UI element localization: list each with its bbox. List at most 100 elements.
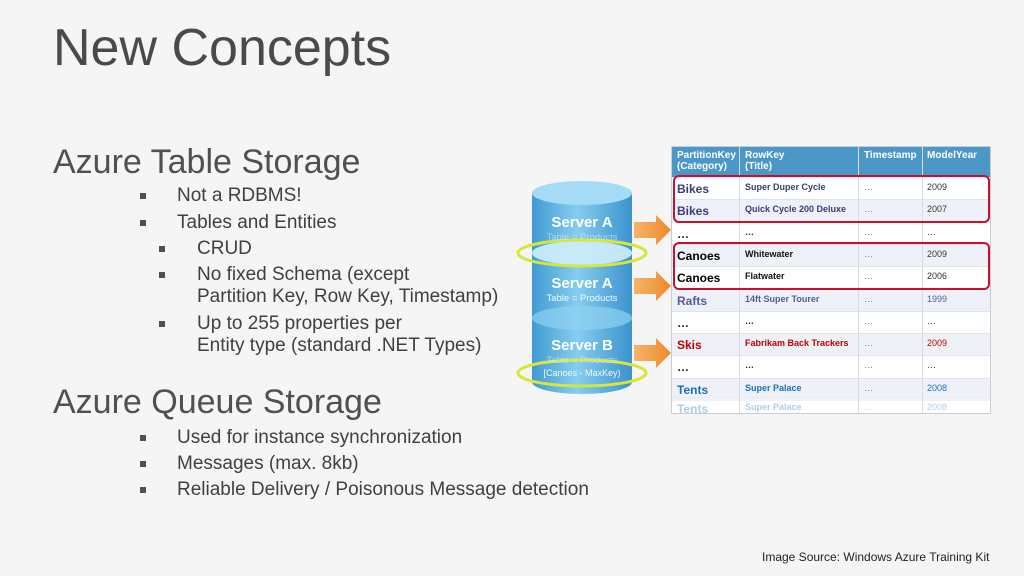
partition-boundary-disc (532, 306, 632, 330)
bullet-marker (140, 461, 146, 467)
partition-group-outline (673, 242, 990, 290)
bullet-reliable-delivery: Reliable Delivery / Poisonous Message de… (177, 479, 589, 500)
section-heading-queue-storage: Azure Queue Storage (53, 383, 382, 421)
table-cell: … (677, 315, 689, 330)
table-row: Canoes Flatwater … 2006 (672, 266, 990, 289)
table-cell: 1999 (927, 293, 948, 304)
table-cell: 2006 (927, 271, 948, 282)
table-cell: Fabrikam Back Trackers (745, 338, 849, 349)
table-cell: … (927, 226, 936, 237)
partition-boundary-disc (532, 241, 632, 265)
header-rowkey: RowKey (Title) (745, 150, 784, 172)
table-cell: Super Palace (745, 382, 802, 393)
sub-bullet-marker (159, 246, 165, 252)
sub-bullet-properties-line2: Entity type (standard .NET Types) (197, 335, 482, 356)
partition-group-outline (673, 175, 990, 223)
table-cell: Bikes (677, 182, 710, 196)
server-sub-label: Table = Products (546, 293, 617, 304)
bullet-not-rdbms: Not a RDBMS! (177, 185, 302, 206)
sub-bullet-properties-line1: Up to 255 properties per (197, 313, 402, 334)
bullet-tables-entities: Tables and Entities (177, 212, 337, 233)
table-row: ………… (672, 355, 990, 378)
server-sub-label: Table = Products (546, 355, 617, 366)
header-partitionkey-line2: (Category) (677, 161, 728, 172)
sub-bullet-marker (159, 272, 165, 278)
sub-bullet-properties: Up to 255 properties per Entity type (st… (197, 313, 481, 357)
sub-bullet-marker (159, 321, 165, 327)
image-source-caption: Image Source: Windows Azure Training Kit (762, 550, 990, 564)
column-divider (739, 147, 740, 413)
bullet-marker (140, 220, 146, 226)
arrow-icon (634, 338, 671, 368)
table-cell: Super Duper Cycle (745, 182, 826, 192)
table-cell: Canoes (677, 248, 721, 263)
arrow-icon (634, 215, 671, 245)
table-cell: … (745, 315, 754, 326)
table-cell: Quick Cycle 200 Deluxe (745, 204, 847, 215)
table-cell: Tents (677, 382, 709, 397)
server-partition-diagram: Server A Table = Products Server A Table… (516, 181, 671, 394)
highlight-ring (516, 238, 648, 268)
table-cell: … (864, 204, 873, 215)
bullet-messages: Messages (max. 8kb) (177, 453, 359, 474)
table-cell: 2009 (927, 248, 948, 259)
section-heading-table-storage: Azure Table Storage (53, 143, 361, 181)
table-cell: 2008 (927, 382, 948, 393)
table-cell: 2009 (927, 338, 948, 349)
table-cell: … (677, 360, 689, 375)
arrow-icon (634, 271, 671, 301)
sub-bullet-schema-line1: No fixed Schema (except (197, 264, 410, 285)
table-cell: … (864, 402, 873, 412)
slide-title: New Concepts (53, 19, 392, 77)
table-cell: Flatwater (745, 271, 785, 282)
table-cell: … (864, 315, 873, 326)
column-divider (922, 147, 923, 413)
sub-bullet-schema-line2: Partition Key, Row Key, Timestamp) (197, 286, 499, 307)
table-row: Rafts 14ft Super Tourer … 1999 (672, 288, 990, 312)
header-partitionkey: PartitionKey (Category) (677, 150, 736, 172)
header-rowkey-line1: RowKey (745, 150, 785, 161)
partition-table: PartitionKey (Category) RowKey (Title) T… (671, 146, 991, 414)
header-partitionkey-line1: PartitionKey (677, 150, 736, 161)
table-row-reflection: Tents Super Palace … 2008 (672, 397, 990, 414)
table-cell: … (745, 226, 754, 237)
table-cell: Super Palace (745, 402, 802, 412)
table-row: Bikes Quick Cycle 200 Deluxe … 2007 (672, 199, 990, 223)
table-cell: Skis (677, 338, 702, 353)
bullet-instance-sync: Used for instance synchronization (177, 427, 463, 448)
server-label: Server A (551, 275, 612, 292)
server-cylinder-top (532, 181, 632, 205)
table-cell: … (927, 315, 936, 326)
header-rowkey-line2: (Title) (745, 161, 773, 172)
table-cell: 2008 (927, 402, 948, 412)
server-sub-label: Table = Products (546, 232, 617, 243)
highlight-ring (516, 358, 648, 388)
table-cell: 2007 (927, 204, 948, 215)
table-cell: … (927, 360, 936, 371)
header-timestamp: Timestamp (864, 150, 917, 161)
header-modelyear: ModelYear (927, 150, 978, 161)
table-cell: Canoes (677, 271, 721, 286)
table-cell: Rafts (677, 293, 708, 308)
table-cell: Bikes (677, 204, 710, 219)
table-cell: … (864, 248, 873, 259)
bullet-marker (140, 193, 146, 199)
table-cell: … (864, 226, 873, 237)
server-label: Server B (551, 337, 613, 354)
table-cell: … (745, 360, 754, 371)
table-cell: … (864, 338, 873, 349)
table-cell: 14ft Super Tourer (745, 293, 820, 304)
bullet-marker (140, 487, 146, 493)
bullet-marker (140, 435, 146, 441)
server-label: Server A (551, 214, 612, 231)
column-divider (858, 147, 859, 413)
table-cell: Tents (677, 402, 709, 414)
table-cell: … (864, 293, 873, 304)
table-cell: … (864, 382, 873, 393)
table-cell: … (864, 271, 873, 282)
sub-bullet-schema: No fixed Schema (except Partition Key, R… (197, 264, 498, 308)
server-key-range: [Canoes - MaxKey) (543, 368, 620, 378)
table-row: … … … … (672, 310, 990, 334)
